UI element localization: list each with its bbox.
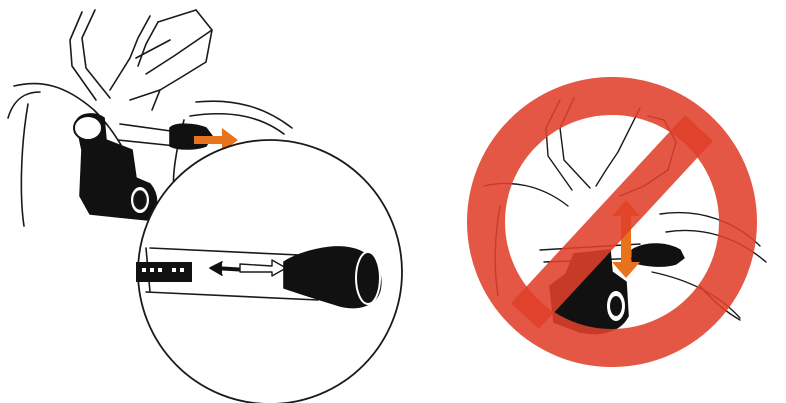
correct-removal-panel xyxy=(8,10,402,403)
prohibited-removal-panel xyxy=(484,96,766,348)
dashcam-icon xyxy=(74,114,157,220)
magnified-detail xyxy=(136,140,402,403)
tool-shaft xyxy=(118,124,178,146)
connector-slots xyxy=(136,262,192,282)
